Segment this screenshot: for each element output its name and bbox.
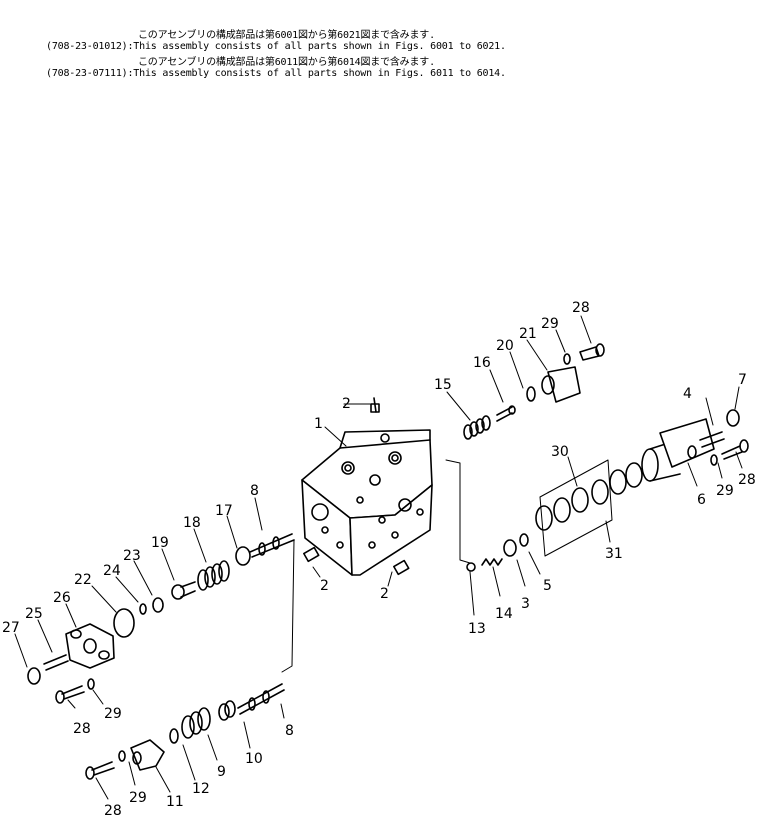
callout-11: 11 [166,794,184,810]
note-line-1-japanese: このアセンブリの構成部品は第6001図から第6021図まで含みます. [138,30,435,41]
callout-2-top: 2 [342,396,351,412]
callout-6: 6 [697,492,706,508]
stopper-part-19 [171,581,196,600]
spring-part-18 [197,560,230,591]
note-line-2-japanese: このアセンブリの構成部品は第6011図から第6014図まで含みます. [138,57,435,68]
callout-31: 31 [605,546,623,562]
washer-part-29-bottom [118,750,126,762]
plug-part-2-right [393,559,410,576]
callout-28-top: 28 [572,300,590,316]
callout-19: 19 [151,535,169,551]
washer-part-29-right [710,454,718,466]
callout-4: 4 [683,386,692,402]
bolt-part-25 [43,654,69,671]
washer-part-29-top [563,353,571,365]
bolt-part-28-right [721,439,749,460]
note-line-1-english: (708-23-01012):This assembly consists of… [46,41,506,52]
callout-26: 26 [53,590,71,606]
seat-part-23 [152,597,164,613]
o-ring-part-20 [526,386,536,402]
nut-part-27 [27,667,41,685]
cover-part-11 [130,739,165,771]
spool-part-8-lower [237,683,285,715]
callout-28-bottom: 28 [104,803,122,815]
flange-part-21 [541,366,581,403]
callout-9: 9 [217,764,226,780]
callout-25: 25 [25,606,43,622]
callout-23: 23 [123,548,141,564]
callout-18: 18 [183,515,201,531]
valve-body-part-1 [301,429,433,576]
plug-part-2-left [303,546,320,563]
cover-part-26 [65,623,115,669]
o-ring-part-12 [169,728,179,744]
callout-2-right: 2 [380,586,389,602]
callout-29-right: 29 [716,483,734,499]
callout-8-lower: 8 [285,723,294,739]
callout-29-left: 29 [104,706,122,722]
bolt-part-4 [699,431,725,448]
callout-16: 16 [473,355,491,371]
callout-24: 24 [103,563,121,579]
spool-part-8-upper [249,533,295,558]
callout-29-bottom: 29 [129,790,147,806]
spring-seat-part-3 [503,539,517,557]
callout-27: 27 [2,620,20,636]
callout-13: 13 [468,621,486,637]
assembly-note: このアセンブリの構成部品は第6001図から第6021図まで含みます. (708-… [0,0,758,90]
leader-lines [14,315,743,800]
cover-part-6 [641,418,715,482]
bolt-part-28-left [55,685,85,704]
callout-30: 30 [551,444,569,460]
washer-part-29-left [87,678,95,690]
callout-20: 20 [496,338,514,354]
nut-part-7 [726,409,740,427]
seal-ring-group-part-30-31 [535,459,643,557]
callout-7: 7 [738,372,747,388]
callout-8-upper: 8 [250,483,259,499]
callout-12: 12 [192,781,210,797]
poppet-part-16 [496,405,516,422]
relief-valve-part-15 [463,415,491,440]
note-line-2-english: (708-23-07111):This assembly consists of… [46,68,506,79]
assembly-centerlines [281,403,471,673]
valve-part-10 [218,700,236,721]
callout-2-left: 2 [320,578,329,594]
bolt-part-28-bottom [85,761,115,780]
callout-21: 21 [519,326,537,342]
callout-3: 3 [521,596,530,612]
bolt-part-28-top [579,343,605,361]
plug-part-13 [466,562,476,572]
callout-14: 14 [495,606,513,622]
o-ring-part-5 [519,533,529,547]
callout-5: 5 [543,578,552,594]
o-ring-part-24 [139,603,147,615]
callout-28-right: 28 [738,472,756,488]
callout-17: 17 [215,503,233,519]
callout-15: 15 [434,377,452,393]
plug-part-2-top [370,397,380,413]
collar-part-17 [235,546,251,566]
callout-22: 22 [74,572,92,588]
callout-28-left: 28 [73,721,91,737]
callout-29-top: 29 [541,316,559,332]
callout-labels: 1 2 2 2 3 4 5 6 7 8 8 9 10 11 12 13 14 1… [2,300,756,815]
spring-part-14 [481,558,503,566]
spring-part-9 [181,707,211,739]
callout-1: 1 [314,416,323,432]
callout-10: 10 [245,751,263,767]
o-ring-part-22 [113,608,135,638]
